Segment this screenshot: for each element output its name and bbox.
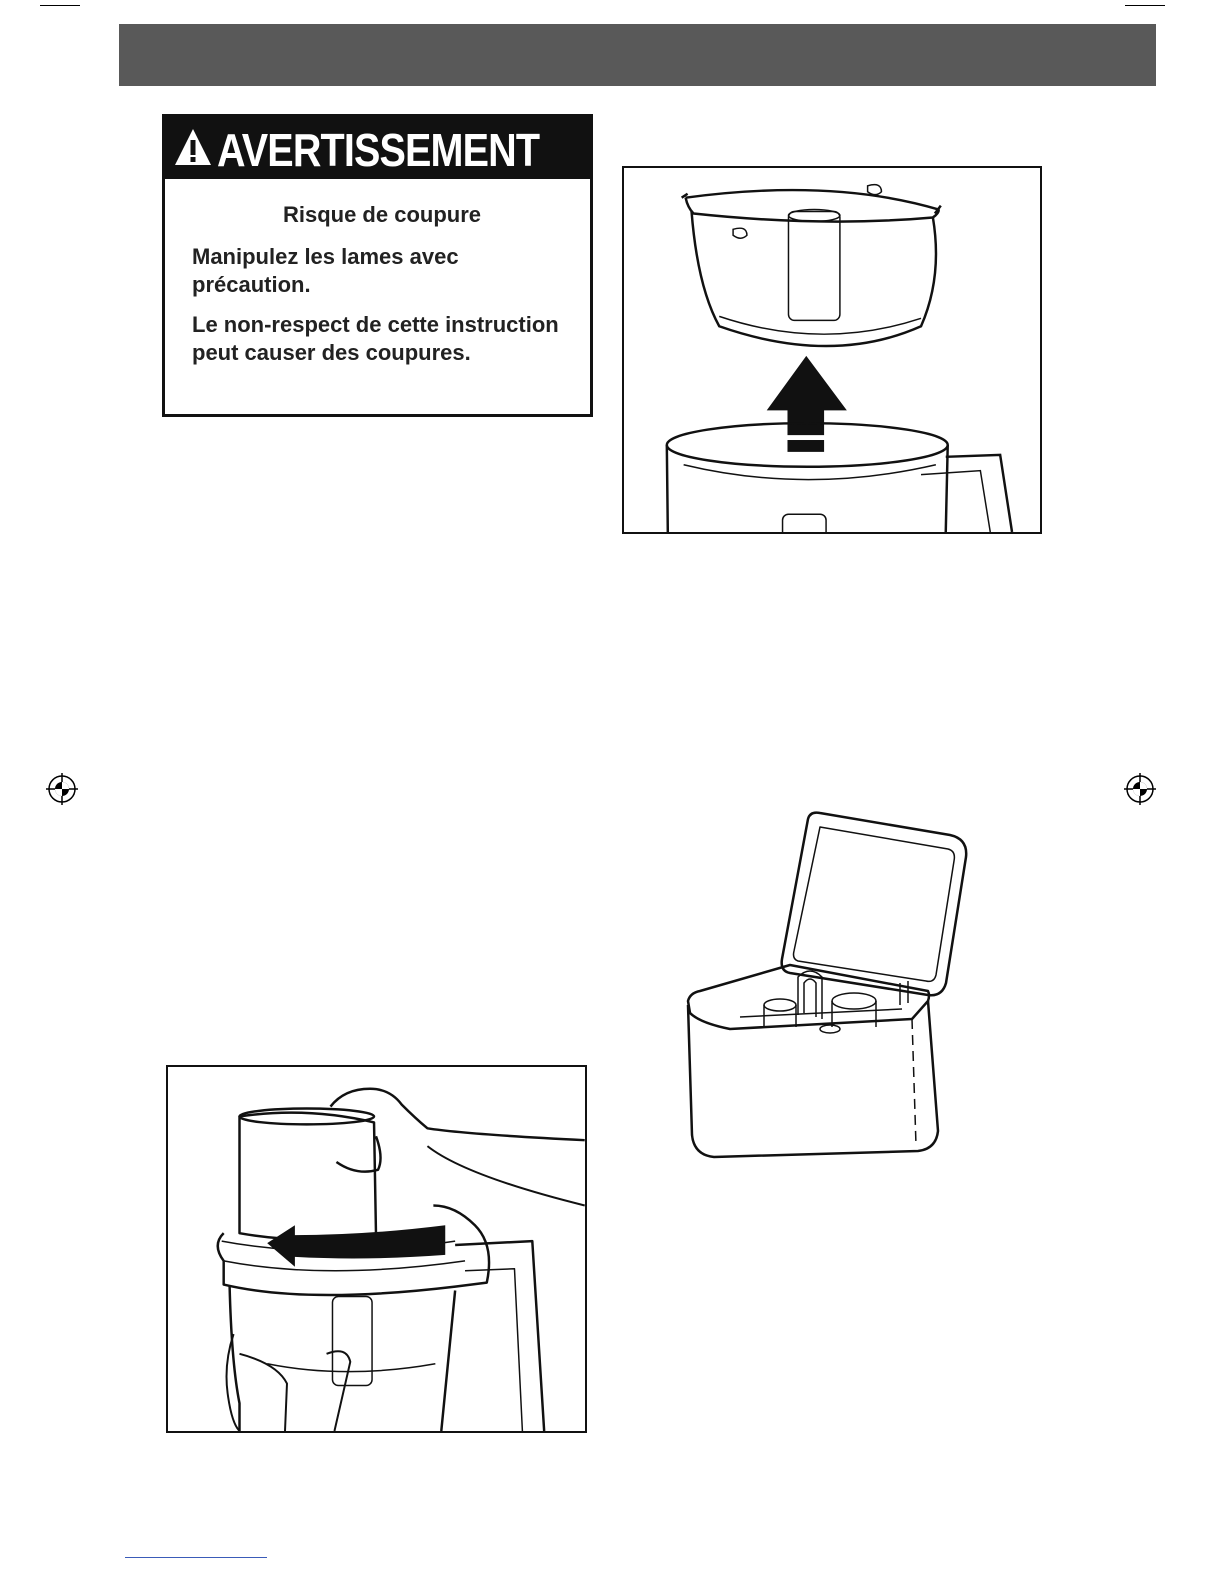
warning-title: AVERTISSEMENT xyxy=(217,123,539,177)
warning-line-1: Manipulez les lames avec précaution. xyxy=(192,243,572,299)
header-bar xyxy=(119,24,1156,86)
figure-storage-case xyxy=(680,805,980,1165)
figure-lid-twist xyxy=(166,1065,587,1433)
warning-line-2: Le non-respect de cette instruction peut… xyxy=(192,311,572,367)
crop-mark-top-left xyxy=(40,5,80,6)
bowl-removal-illustration xyxy=(624,168,1040,532)
figure-bowl-removal xyxy=(622,166,1042,534)
crop-mark-top-right xyxy=(1125,5,1165,6)
footer-rule xyxy=(125,1557,267,1558)
warning-triangle-icon xyxy=(173,127,213,169)
lid-twist-illustration xyxy=(168,1067,585,1431)
storage-case-illustration xyxy=(680,805,980,1165)
registration-mark-icon xyxy=(46,773,78,805)
warning-box: AVERTISSEMENT Risque de coupure Manipule… xyxy=(162,114,593,417)
warning-heading: Risque de coupure xyxy=(192,201,572,229)
warning-header: AVERTISSEMENT xyxy=(165,117,590,179)
registration-mark-icon xyxy=(1124,773,1156,805)
warning-body: Risque de coupure Manipulez les lames av… xyxy=(192,201,572,379)
